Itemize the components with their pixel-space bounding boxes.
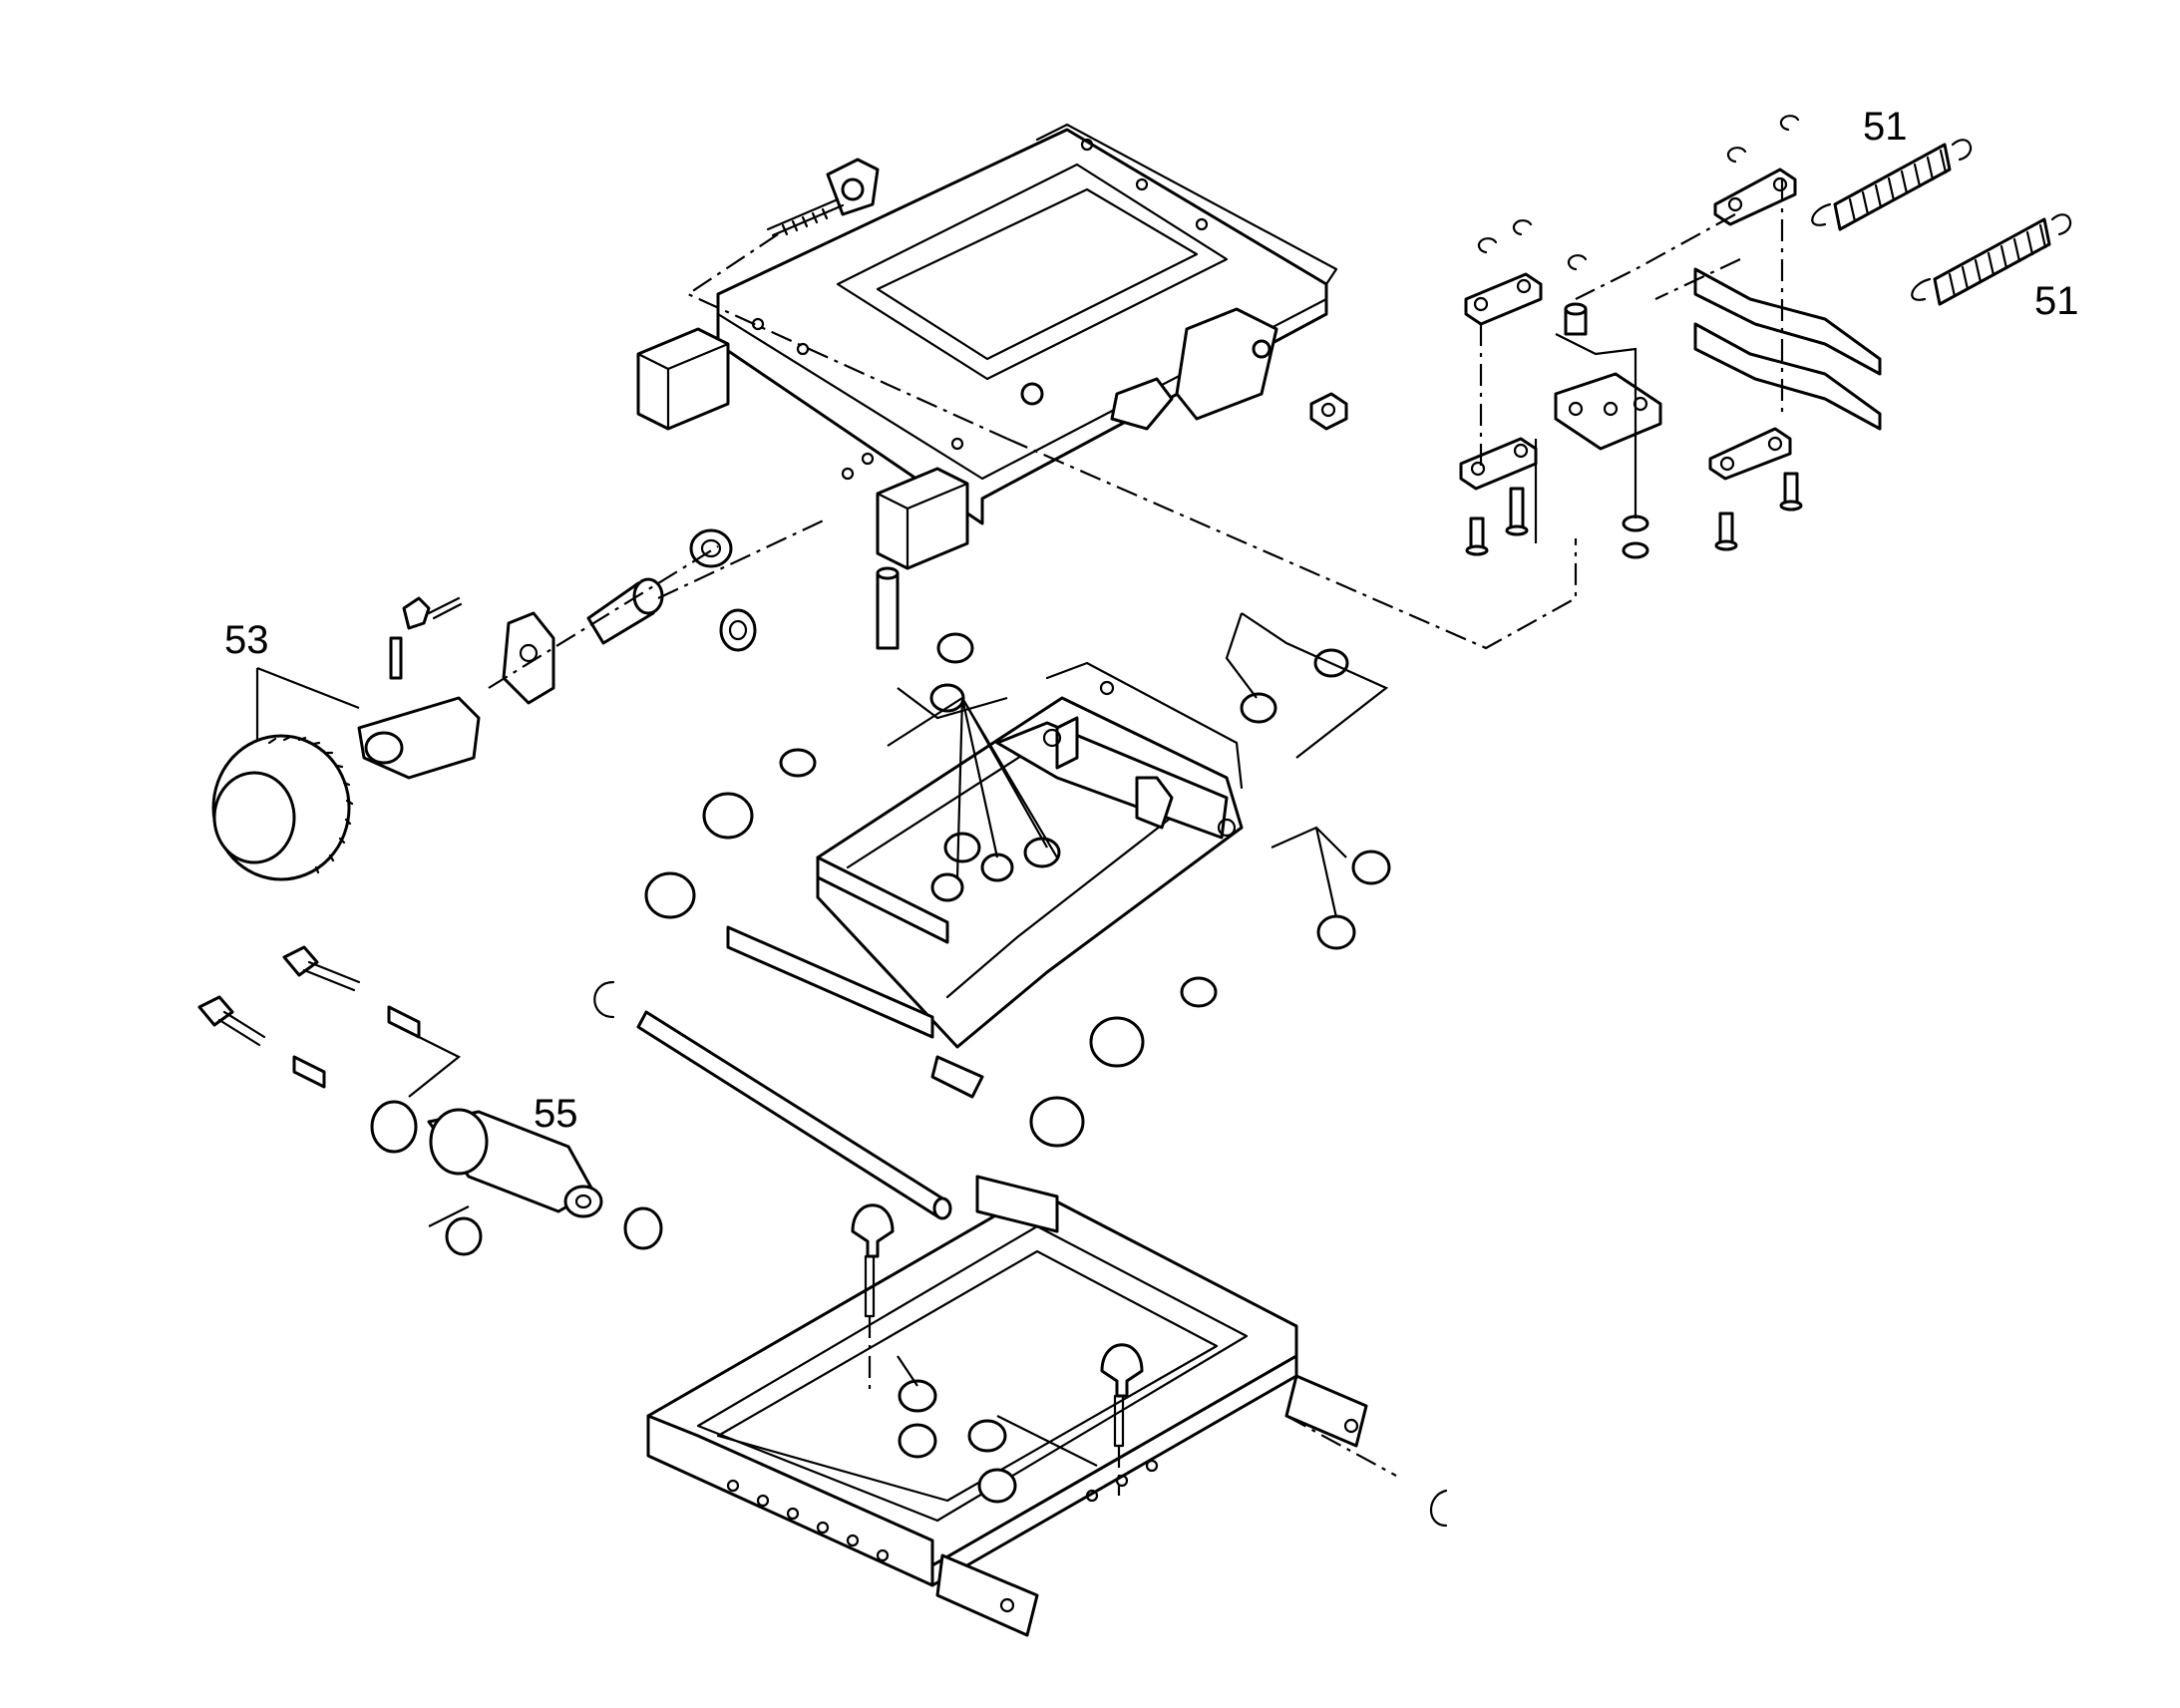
nut-pin <box>719 608 757 652</box>
knob-screw <box>402 596 463 630</box>
shock-bolts <box>197 945 462 1098</box>
callout-spring-top: 51 <box>1863 105 1908 149</box>
long-rod <box>593 980 952 1220</box>
adjuster-bolt <box>766 158 880 237</box>
shock-absorber <box>370 1100 603 1218</box>
callout-spring-right: 51 <box>2034 279 2079 323</box>
base-frame <box>646 1175 1368 1637</box>
circlip-base <box>1430 1489 1448 1528</box>
hex-nut-frame <box>1309 392 1348 431</box>
knob-hub <box>357 636 481 780</box>
tension-spring-2 <box>1911 213 2072 306</box>
shock-nut-right <box>623 1206 663 1250</box>
adjustment-knob <box>211 734 354 881</box>
callout-knob: 53 <box>224 618 269 662</box>
base-studs <box>851 1203 1144 1496</box>
callout-shock: 55 <box>534 1092 578 1136</box>
knob-bracket <box>502 611 555 705</box>
washer-pin <box>689 528 733 568</box>
scissor-bushes <box>644 612 1391 1148</box>
base-nuts <box>897 1355 1098 1504</box>
tension-spring-1 <box>1811 139 1973 231</box>
guide-pin <box>876 566 900 650</box>
scissor-frame <box>726 661 1244 1099</box>
top-suspension-frame <box>636 123 1338 570</box>
linkage-plates <box>1459 115 1882 559</box>
shock-nut-left <box>445 1216 483 1256</box>
